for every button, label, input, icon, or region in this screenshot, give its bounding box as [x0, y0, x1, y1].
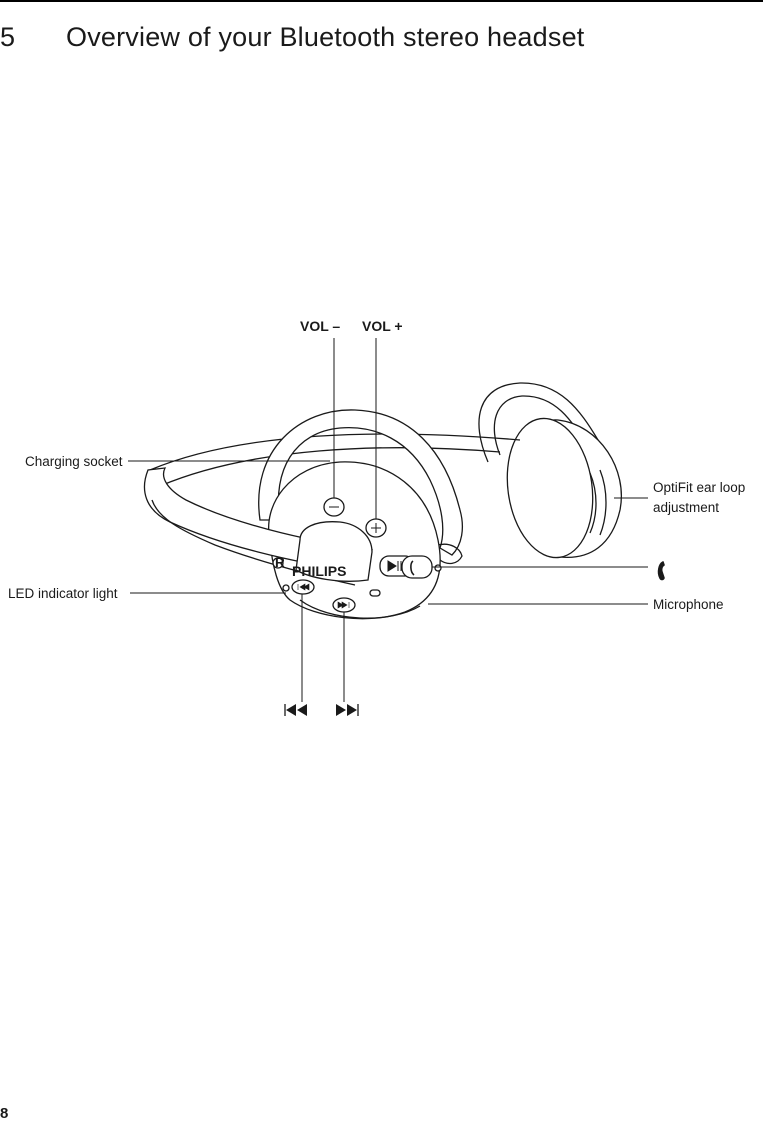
left-ear-loop: [258, 409, 463, 565]
vol-minus-label: VOL –: [300, 318, 340, 334]
next-button[interactable]: [332, 597, 356, 613]
section-number: 5: [0, 22, 16, 52]
microphone-port: [434, 564, 442, 572]
previous-button[interactable]: [291, 579, 315, 595]
right-ear-cup: [506, 417, 622, 559]
neckband-back: [149, 433, 521, 487]
phone-button-icon: [410, 560, 415, 576]
registered-mark-icon: [272, 557, 284, 569]
vol-plus-button[interactable]: [365, 518, 387, 538]
led-indicator-label: LED indicator light: [8, 586, 118, 601]
vol-minus-button[interactable]: [323, 497, 345, 517]
brand-logo: PHILIPS: [292, 563, 346, 579]
play-pause-icon: [387, 560, 402, 572]
section-title: Overview of your Bluetooth stereo headse…: [66, 22, 585, 52]
vol-plus-label: VOL +: [362, 318, 403, 334]
control-panel: R PHILIPS: [272, 521, 373, 582]
optifit-label-line1: OptiFit ear loop: [653, 480, 745, 495]
page-number: 8: [0, 1105, 9, 1122]
led-indicator: [282, 584, 290, 592]
next-track-icon: [336, 704, 359, 716]
charging-socket: [369, 589, 381, 597]
svg-text:R: R: [275, 555, 285, 570]
phone-button[interactable]: [401, 555, 433, 579]
top-rule: [0, 0, 763, 2]
phone-handset-icon: [657, 561, 665, 581]
microphone-label: Microphone: [653, 597, 724, 612]
optifit-label-line2: adjustment: [653, 500, 719, 515]
charging-socket-label: Charging socket: [25, 454, 123, 469]
previous-track-icon: [284, 704, 307, 716]
